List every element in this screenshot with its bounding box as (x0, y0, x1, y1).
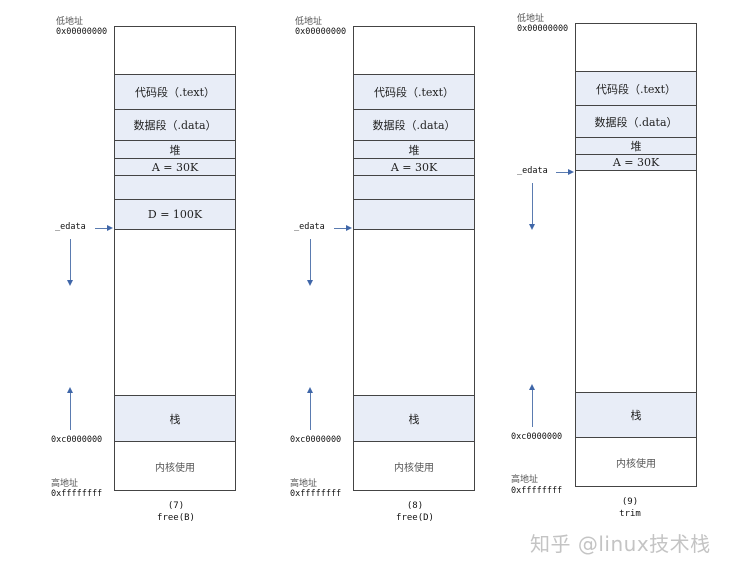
stack-grow-line (532, 390, 533, 427)
stack-segment: 栈 (115, 395, 235, 441)
kernel-boundary-address: 0xc0000000 (511, 432, 563, 442)
heap-label-segment: 堆 (576, 137, 696, 154)
panel-caption: (7) free(B) (136, 500, 216, 524)
high-address-label: 高地址 (511, 475, 539, 485)
low-address-label: 低地址 (56, 17, 84, 27)
unmapped-segment (354, 229, 474, 395)
edata-label: _edata (294, 222, 325, 232)
step-number: (9) (621, 497, 639, 507)
stack-grow-up-arrow-icon (67, 387, 73, 393)
data-segment: 数据段（.data） (115, 109, 235, 140)
block-a-segment: A = 30K (354, 158, 474, 175)
high-address-value: 0xffffffff (51, 489, 103, 499)
high-address-value: 0xffffffff (290, 489, 342, 499)
heap-grow-line (532, 183, 533, 225)
kernel-boundary-address: 0xc0000000 (51, 435, 103, 445)
freed-block-d-segment (354, 199, 474, 229)
edata-pointer-arrow-icon (346, 225, 352, 231)
kernel-segment: 内核使用 (115, 441, 235, 491)
heap-label-segment: 堆 (354, 140, 474, 158)
low-address-label: 低地址 (517, 14, 545, 24)
heap-grow-down-arrow-icon (307, 280, 313, 286)
low-address-label: 低地址 (295, 17, 323, 27)
unmapped-segment (576, 170, 696, 392)
stack-segment: 栈 (576, 392, 696, 437)
edata-label: _edata (55, 222, 86, 232)
data-segment: 数据段（.data） (354, 109, 474, 140)
edata-pointer-arrow-icon (568, 169, 574, 175)
heap-grow-line (310, 239, 311, 281)
data-segment: 数据段（.data） (576, 105, 696, 137)
block-d-segment: D = 100K (115, 199, 235, 229)
heap-grow-down-arrow-icon (529, 224, 535, 230)
high-address-value: 0xffffffff (511, 486, 563, 496)
edata-pointer-line (334, 228, 347, 229)
heap-grow-down-arrow-icon (67, 280, 73, 286)
reserved-low-segment (576, 24, 696, 71)
stack-grow-up-arrow-icon (307, 387, 313, 393)
memory-column: 代码段（.text） 数据段（.data） 堆 A = 30K 栈 内核使用 (353, 26, 475, 491)
freed-block-segment (115, 175, 235, 199)
freed-block-segment (354, 175, 474, 199)
edata-pointer-arrow-icon (107, 225, 113, 231)
step-number: (8) (406, 501, 424, 511)
low-address-value: 0x00000000 (295, 27, 347, 37)
stack-grow-line (70, 393, 71, 430)
high-address-label: 高地址 (51, 479, 79, 489)
memory-column: 代码段（.text） 数据段（.data） 堆 A = 30K 栈 内核使用 (575, 23, 697, 487)
heap-grow-line (70, 239, 71, 281)
memory-column: 代码段（.text） 数据段（.data） 堆 A = 30K D = 100K… (114, 26, 236, 491)
panel-caption: (9) trim (590, 496, 670, 520)
kernel-segment: 内核使用 (354, 441, 474, 491)
reserved-low-segment (354, 27, 474, 74)
stack-grow-up-arrow-icon (529, 384, 535, 390)
edata-label: _edata (517, 166, 548, 176)
operation-label: free(B) (157, 513, 195, 523)
high-address-label: 高地址 (290, 479, 318, 489)
panel-caption: (8) free(D) (375, 500, 455, 524)
step-number: (7) (167, 501, 185, 511)
reserved-low-segment (115, 27, 235, 74)
kernel-segment: 内核使用 (576, 437, 696, 487)
text-segment: 代码段（.text） (115, 74, 235, 109)
stack-grow-line (310, 393, 311, 430)
operation-label: free(D) (396, 513, 434, 523)
stack-segment: 栈 (354, 395, 474, 441)
low-address-value: 0x00000000 (56, 27, 108, 37)
text-segment: 代码段（.text） (576, 71, 696, 105)
operation-label: trim (619, 509, 641, 519)
block-a-segment: A = 30K (115, 158, 235, 175)
heap-label-segment: 堆 (115, 140, 235, 158)
unmapped-segment (115, 229, 235, 395)
kernel-boundary-address: 0xc0000000 (290, 435, 342, 445)
block-a-segment: A = 30K (576, 154, 696, 170)
watermark: 知乎 @linux技术栈 (530, 532, 711, 556)
edata-pointer-line (556, 172, 569, 173)
text-segment: 代码段（.text） (354, 74, 474, 109)
edata-pointer-line (95, 228, 108, 229)
low-address-value: 0x00000000 (517, 24, 569, 34)
